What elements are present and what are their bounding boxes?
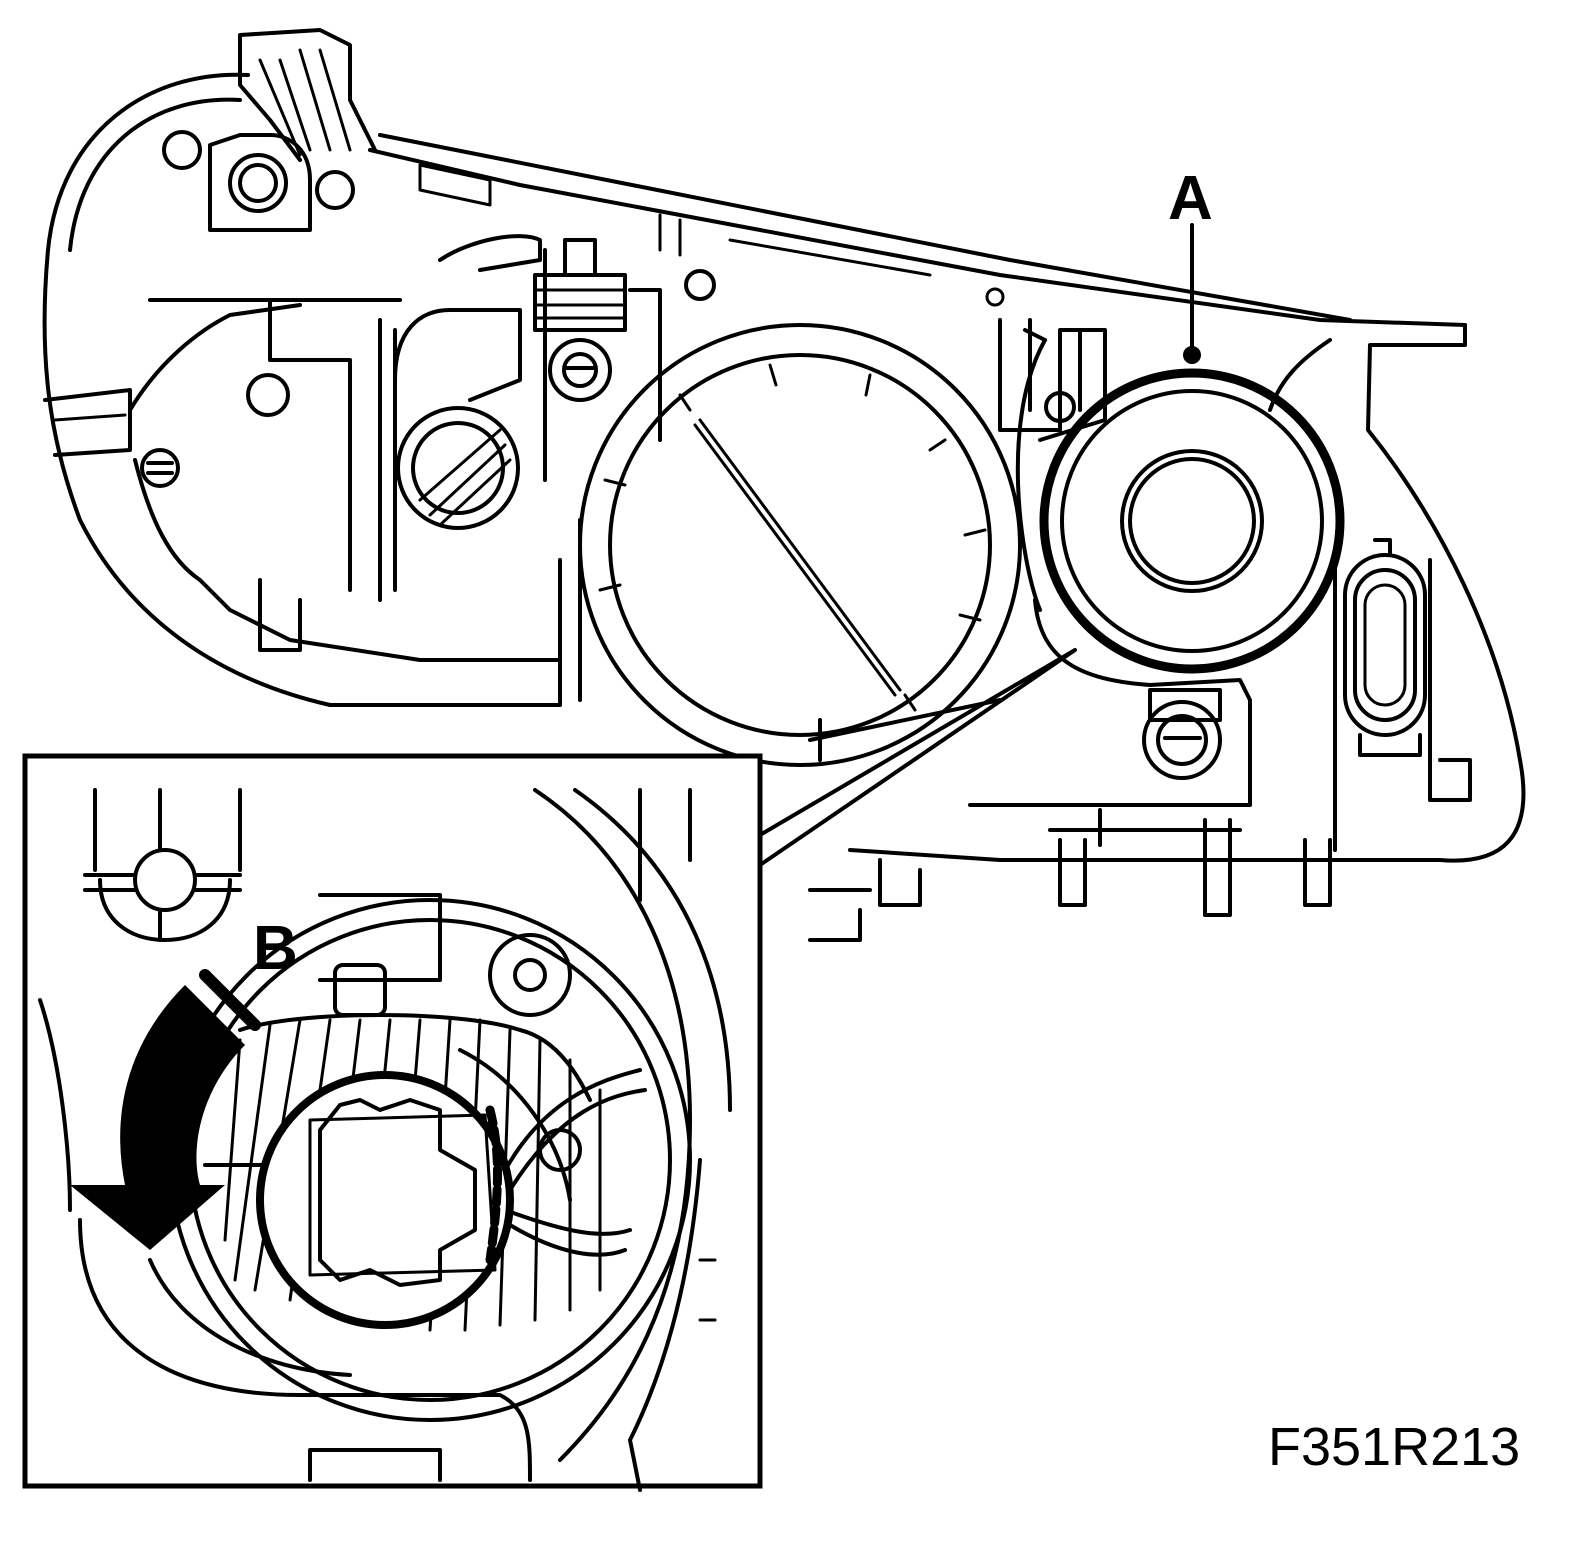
- curved-arrow-counterclockwise-icon: [70, 985, 245, 1250]
- bulb-cover-a: [1039, 368, 1345, 674]
- figure-id: F351R213: [1268, 1417, 1521, 1477]
- callout-label-b: B: [253, 914, 298, 983]
- headlamp-housing: [42, 28, 1526, 942]
- detail-inset: [22, 753, 763, 1492]
- callout-label-a: A: [1168, 164, 1213, 233]
